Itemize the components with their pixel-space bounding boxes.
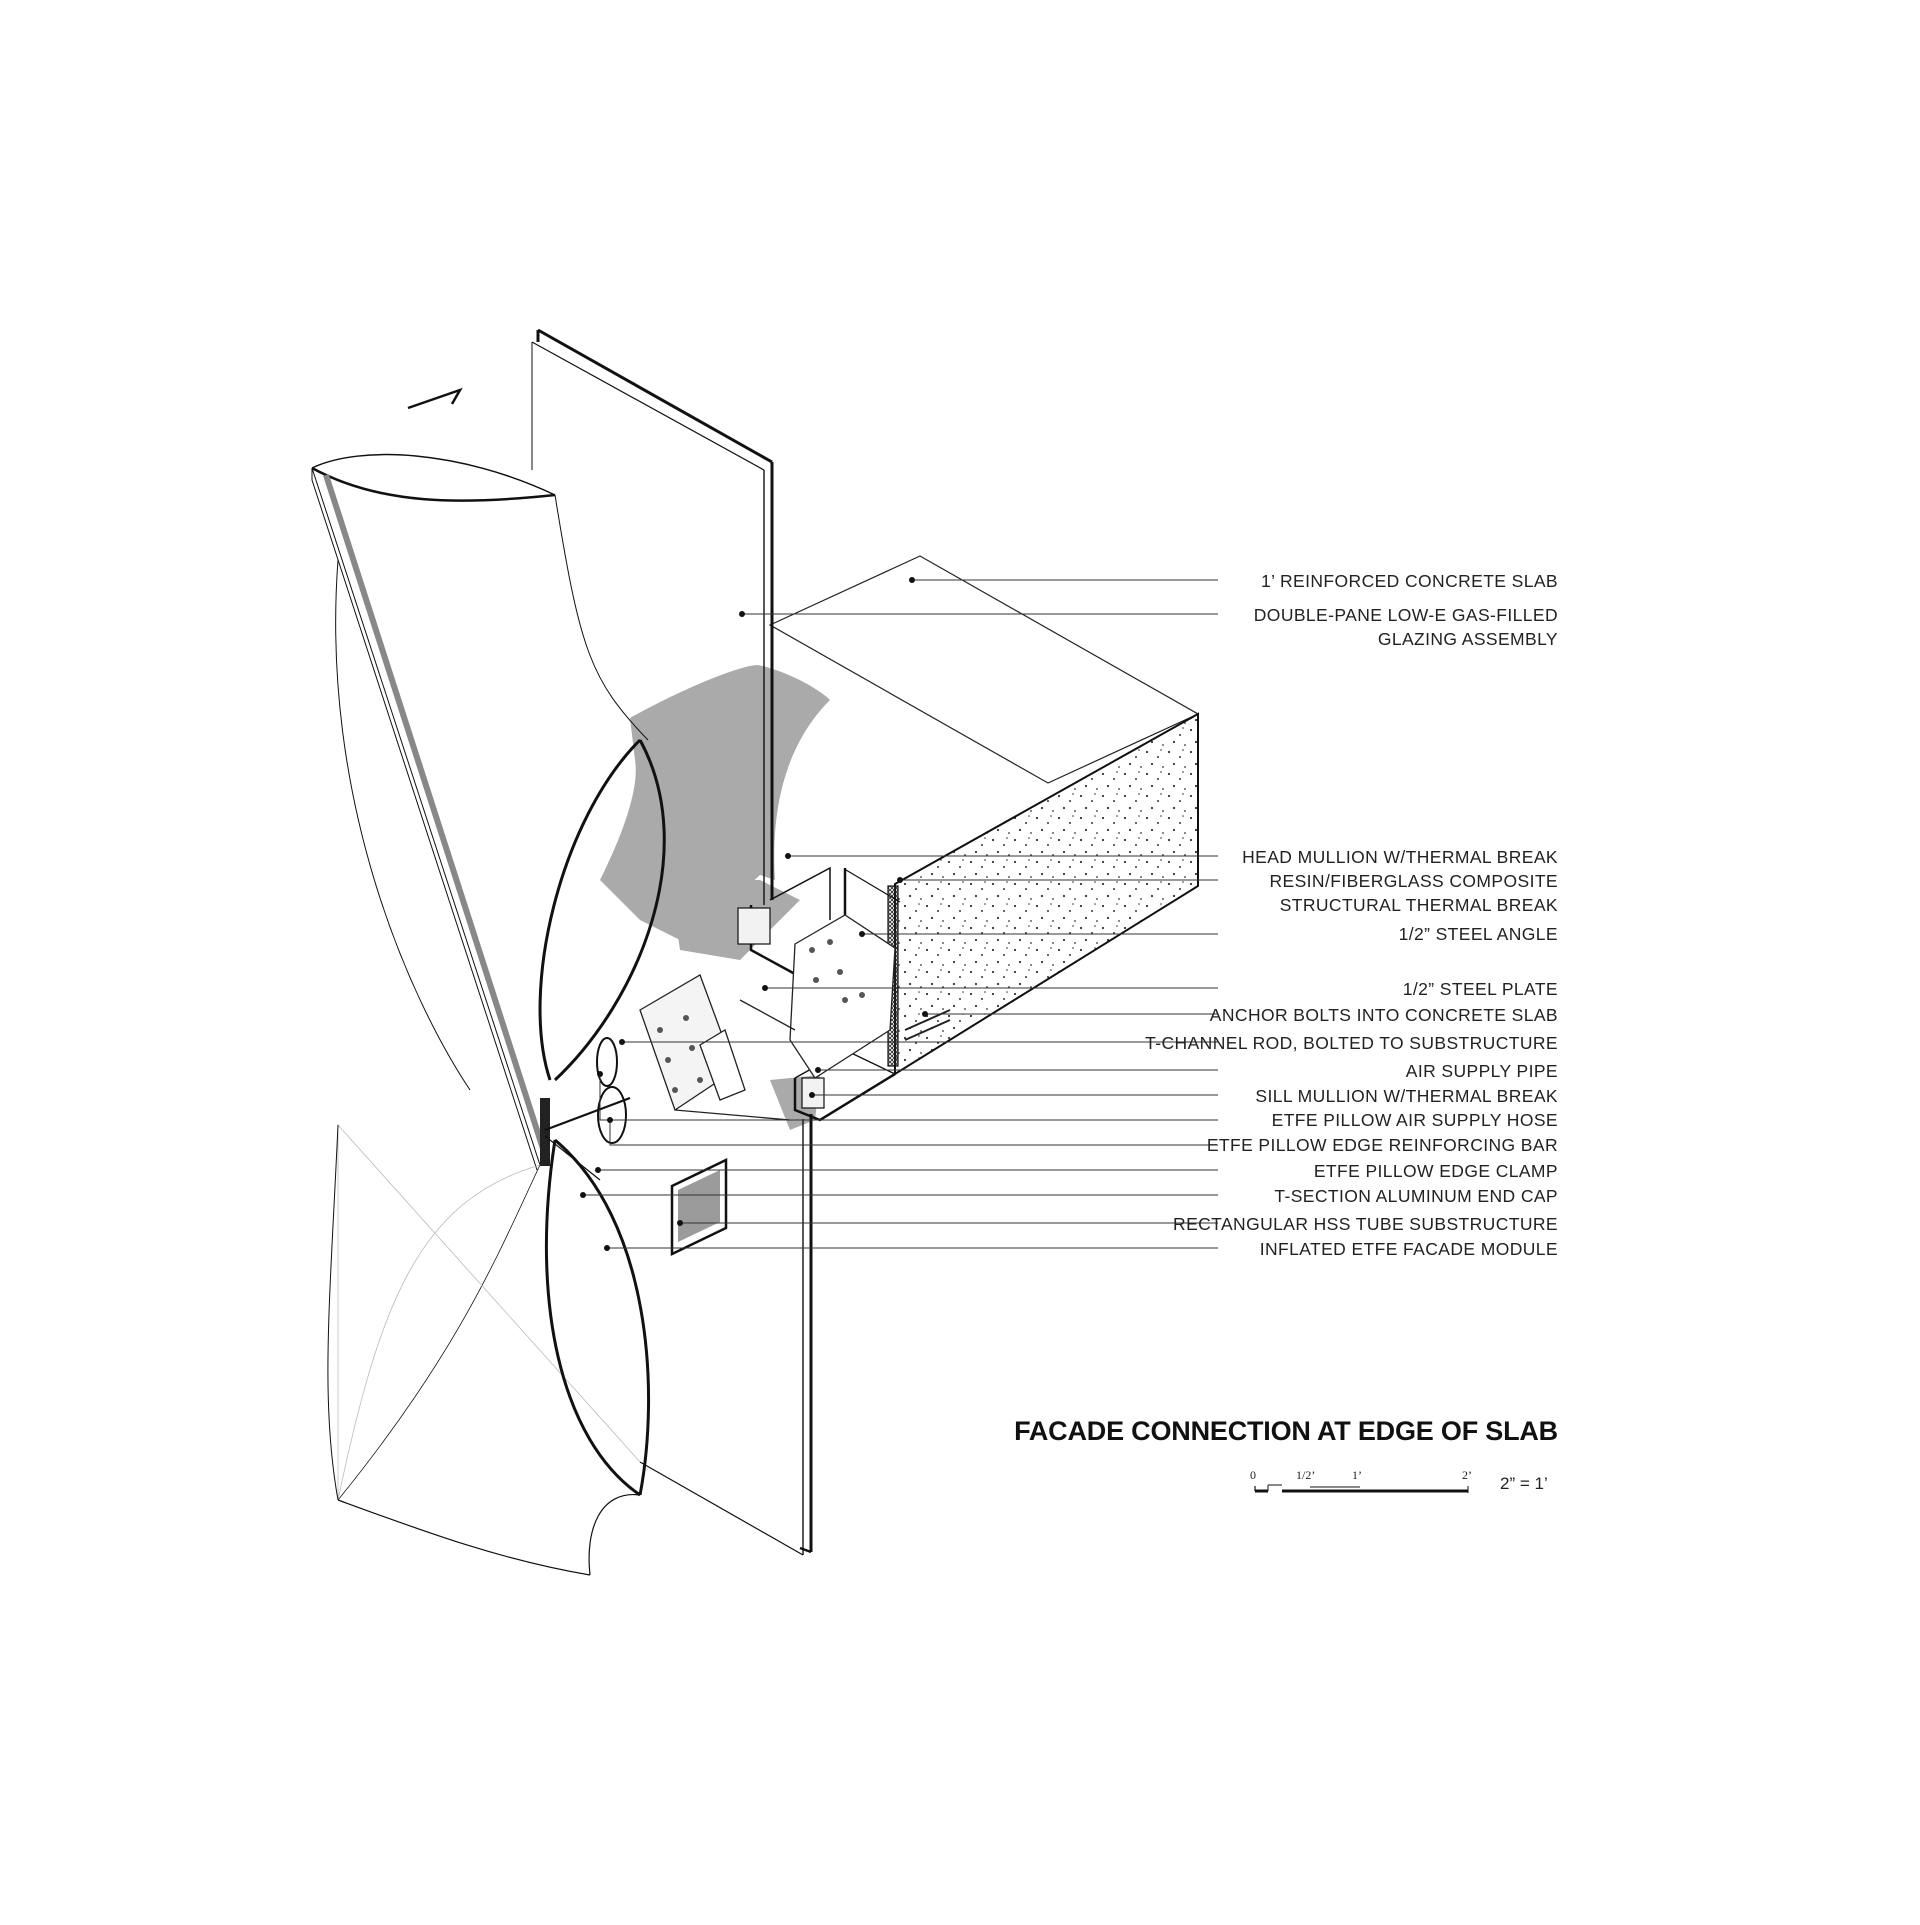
label-air-supply-pipe: AIR SUPPLY PIPE — [1406, 1059, 1558, 1083]
scale-tick-half: 1/2’ — [1296, 1468, 1316, 1482]
label-edge-clamp: ETFE PILLOW EDGE CLAMP — [1314, 1159, 1558, 1183]
label-slab: 1’ REINFORCED CONCRETE SLAB — [1261, 569, 1558, 593]
label-air-supply-hose: ETFE PILLOW AIR SUPPLY HOSE — [1272, 1108, 1558, 1132]
label-air-supply-pipe-line-0: AIR SUPPLY PIPE — [1405, 1061, 1558, 1081]
label-glazing-line-1: GLAZING ASSEMBLY — [1377, 629, 1558, 649]
leader-dot-t-channel-rod — [619, 1039, 625, 1045]
leader-dot-sill-mullion — [809, 1092, 815, 1098]
scale-tick-2: 2’ — [1462, 1468, 1472, 1482]
leader-dot-edge-clamp — [595, 1167, 601, 1173]
label-air-supply-hose-line-0: ETFE PILLOW AIR SUPPLY HOSE — [1271, 1110, 1558, 1130]
label-edge-clamp-line-0: ETFE PILLOW EDGE CLAMP — [1313, 1161, 1558, 1181]
drawing-title: FACADE CONNECTION AT EDGE OF SLAB — [1014, 1416, 1558, 1446]
leader-dot-slab — [909, 577, 915, 583]
label-glazing: DOUBLE-PANE LOW-E GAS-FILLED GLAZING ASSE… — [1254, 603, 1558, 651]
leader-dot-reinforcing-bar — [607, 1117, 613, 1123]
leader-dot-air-supply-hose — [597, 1071, 603, 1077]
label-steel-angle: 1/2” STEEL ANGLE — [1399, 922, 1558, 946]
leader-dot-air-supply-pipe — [815, 1067, 821, 1073]
hss-tube — [670, 1158, 728, 1256]
steel-connection — [639, 914, 951, 1121]
label-end-cap-line-0: T-SECTION ALUMINUM END CAP — [1274, 1186, 1558, 1206]
leader-air-supply-hose — [599, 1074, 1218, 1121]
leader-dot-etfe-module — [604, 1245, 610, 1251]
scale-ratio: 2” = 1’ — [1500, 1474, 1548, 1493]
label-hss-tube: RECTANGULAR HSS TUBE SUBSTRUCTURE — [1173, 1212, 1558, 1236]
leader-dot-end-cap — [580, 1192, 586, 1198]
label-glazing-line-0: DOUBLE-PANE LOW-E GAS-FILLED — [1253, 605, 1558, 625]
leader-dot-thermal-break — [897, 877, 903, 883]
label-steel-plate: 1/2” STEEL PLATE — [1403, 977, 1558, 1001]
label-etfe-module-line-0: INFLATED ETFE FACADE MODULE — [1259, 1239, 1558, 1259]
label-sill-mullion-line-0: SILL MULLION W/THERMAL BREAK — [1255, 1086, 1558, 1106]
label-hss-tube-line-0: RECTANGULAR HSS TUBE SUBSTRUCTURE — [1173, 1214, 1558, 1234]
leader-dot-steel-plate — [762, 985, 768, 991]
scale-tick-1: 1’ — [1352, 1468, 1362, 1482]
label-end-cap: T-SECTION ALUMINUM END CAP — [1274, 1184, 1558, 1208]
label-reinforcing-bar: ETFE PILLOW EDGE REINFORCING BAR — [1207, 1133, 1558, 1157]
leader-dot-anchor-bolts — [922, 1011, 928, 1017]
label-anchor-bolts: ANCHOR BOLTS INTO CONCRETE SLAB — [1210, 1003, 1558, 1027]
label-thermal-break-line-0: RESIN/FIBERGLASS COMPOSITE — [1269, 871, 1558, 891]
label-t-channel-rod-line-0: T-CHANNEL ROD, BOLTED TO SUBSTRUCTURE — [1145, 1033, 1558, 1053]
label-reinforcing-bar-line-0: ETFE PILLOW EDGE REINFORCING BAR — [1206, 1135, 1558, 1155]
label-thermal-break: RESIN/FIBERGLASS COMPOSITE STRUCTURAL THE… — [1269, 869, 1558, 917]
leader-dot-steel-angle — [859, 931, 865, 937]
label-thermal-break-line-1: STRUCTURAL THERMAL BREAK — [1279, 895, 1558, 915]
label-head-mullion-line-0: HEAD MULLION W/THERMAL BREAK — [1242, 847, 1558, 867]
label-slab-line-0: 1’ REINFORCED CONCRETE SLAB — [1260, 571, 1558, 591]
leader-dot-hss-tube — [677, 1220, 683, 1226]
scale-tick-0: 0 — [1250, 1468, 1256, 1482]
label-t-channel-rod: T-CHANNEL ROD, BOLTED TO SUBSTRUCTURE — [1145, 1031, 1558, 1055]
label-sill-mullion: SILL MULLION W/THERMAL BREAK — [1255, 1084, 1558, 1108]
etfe-pillows — [311, 387, 666, 1576]
label-anchor-bolts-line-0: ANCHOR BOLTS INTO CONCRETE SLAB — [1209, 1005, 1558, 1025]
leader-dot-glazing — [739, 611, 745, 617]
glazing-panel — [531, 328, 813, 1556]
label-head-mullion: HEAD MULLION W/THERMAL BREAK — [1242, 845, 1558, 869]
leader-dot-head-mullion — [785, 853, 791, 859]
leader-reinforcing-bar — [609, 1120, 1218, 1146]
label-etfe-module: INFLATED ETFE FACADE MODULE — [1260, 1237, 1558, 1261]
label-steel-angle-line-0: 1/2” STEEL ANGLE — [1398, 924, 1558, 944]
label-steel-plate-line-0: 1/2” STEEL PLATE — [1402, 979, 1558, 999]
